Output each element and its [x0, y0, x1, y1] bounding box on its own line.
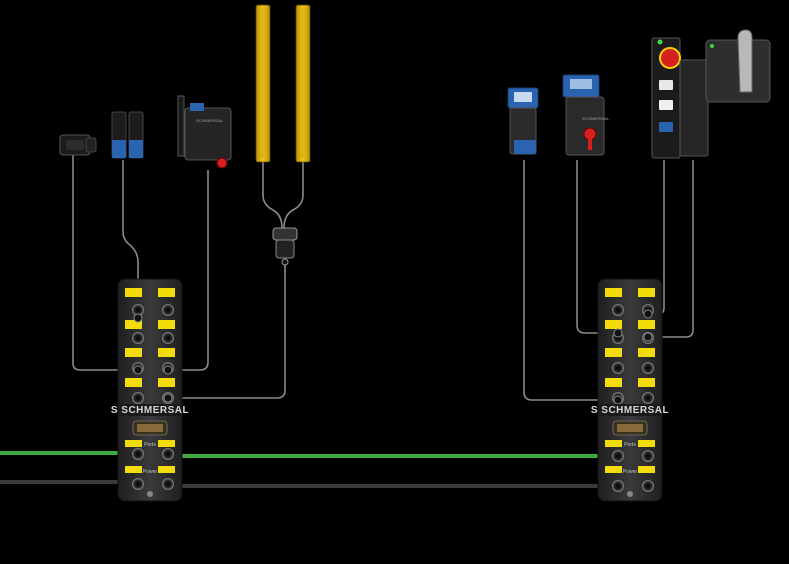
connector-plug [163, 365, 173, 375]
door-handle-device [679, 29, 771, 157]
cable-blue-interlock [576, 160, 612, 334]
power-cables [0, 480, 612, 488]
cable-rfid-sensor [122, 160, 139, 318]
io-module-right: S SCHMERSAL Ports Power [591, 278, 669, 502]
port-label-yellow [158, 320, 175, 329]
m12-port [642, 362, 654, 374]
m12-port [132, 392, 144, 404]
cable-door-handle [650, 160, 694, 338]
indicator-led [710, 44, 714, 48]
power-label: Power [623, 469, 638, 475]
m12-port [132, 304, 144, 316]
light-curtain-2 [295, 4, 311, 163]
rfid-sensor-device [111, 111, 144, 159]
power-port-out [162, 478, 174, 490]
m12-port [132, 332, 144, 344]
power-port-out [642, 480, 654, 492]
port-label-yellow [125, 378, 142, 387]
sensor-cables-left [72, 155, 304, 399]
connector-plug [613, 328, 623, 338]
cable-light-curtain-1 [262, 160, 283, 229]
port-label-yellow [605, 466, 622, 473]
cable-door-sensor [72, 155, 133, 371]
port-label-yellow [638, 378, 655, 387]
port-label-yellow [125, 466, 142, 473]
power-label: Power [143, 469, 158, 475]
m12-port [642, 392, 654, 404]
ethernet-cables [0, 451, 612, 458]
device-brand-label: SCHMERSAL [196, 118, 224, 123]
port-label-yellow [605, 378, 622, 387]
door-sensor-device [59, 134, 97, 156]
indicator-led [657, 39, 663, 45]
port-label-yellow [638, 288, 655, 297]
port-label-yellow [605, 440, 622, 447]
port-label-yellow [638, 440, 655, 447]
ethernet-port-out [642, 450, 654, 462]
m12-port [612, 304, 624, 316]
connector-plug [643, 309, 653, 319]
light-curtain-1 [255, 4, 271, 163]
estop-button [659, 47, 681, 69]
door-handle [737, 29, 753, 93]
port-label-yellow [158, 288, 175, 297]
push-button [659, 100, 673, 110]
port-label-yellow [638, 466, 655, 473]
mounting-screw [627, 491, 633, 497]
control-panel-device [651, 37, 681, 159]
ethernet-port-in [132, 448, 144, 460]
port-label-yellow [605, 348, 622, 357]
ports-label: Ports [144, 442, 156, 448]
power-port-in [132, 478, 144, 490]
cable-blue-switch [523, 160, 612, 401]
release-knob [216, 157, 228, 169]
cable-light-curtain-2 [283, 160, 304, 229]
connector-plug [613, 395, 623, 405]
port-label-yellow [605, 320, 622, 329]
blue-interlock-device: SCHMERSAL [562, 74, 610, 156]
io-module-left: S SCHMERSAL Ports Power [111, 278, 189, 502]
port-label-yellow [158, 440, 175, 447]
m12-port [162, 304, 174, 316]
port-label-yellow [125, 348, 142, 357]
module-brand-label: S SCHMERSAL [591, 405, 669, 416]
ethernet-port-in [612, 450, 624, 462]
port-label-yellow [125, 320, 142, 329]
m12-port [162, 332, 174, 344]
port-label-yellow [158, 466, 175, 473]
ports-label: Ports [624, 442, 636, 448]
push-button [659, 80, 673, 90]
push-button [659, 122, 673, 132]
port-label-yellow [638, 320, 655, 329]
cable-light-curtain-join [172, 265, 286, 399]
mounting-screw [147, 491, 153, 497]
y-splitter [272, 227, 298, 266]
connector-plug [643, 332, 653, 342]
power-port-in [612, 480, 624, 492]
device-brand-label: SCHMERSAL [582, 116, 610, 121]
port-label-yellow [638, 348, 655, 357]
connector-plug [133, 365, 143, 375]
m12-port [612, 362, 624, 374]
blue-safety-switch-device [507, 87, 539, 155]
port-label-yellow [158, 378, 175, 387]
port-label-yellow [125, 440, 142, 447]
port-label-yellow [125, 288, 142, 297]
port-label-yellow [158, 348, 175, 357]
ethernet-port-out [162, 448, 174, 460]
cable-solenoid-interlock [172, 170, 209, 371]
solenoid-interlock-device: SCHMERSAL [177, 95, 232, 169]
module-brand-label: S SCHMERSAL [111, 405, 189, 416]
connector-plug [163, 393, 173, 403]
connector-plug [133, 313, 143, 323]
port-label-yellow [605, 288, 622, 297]
